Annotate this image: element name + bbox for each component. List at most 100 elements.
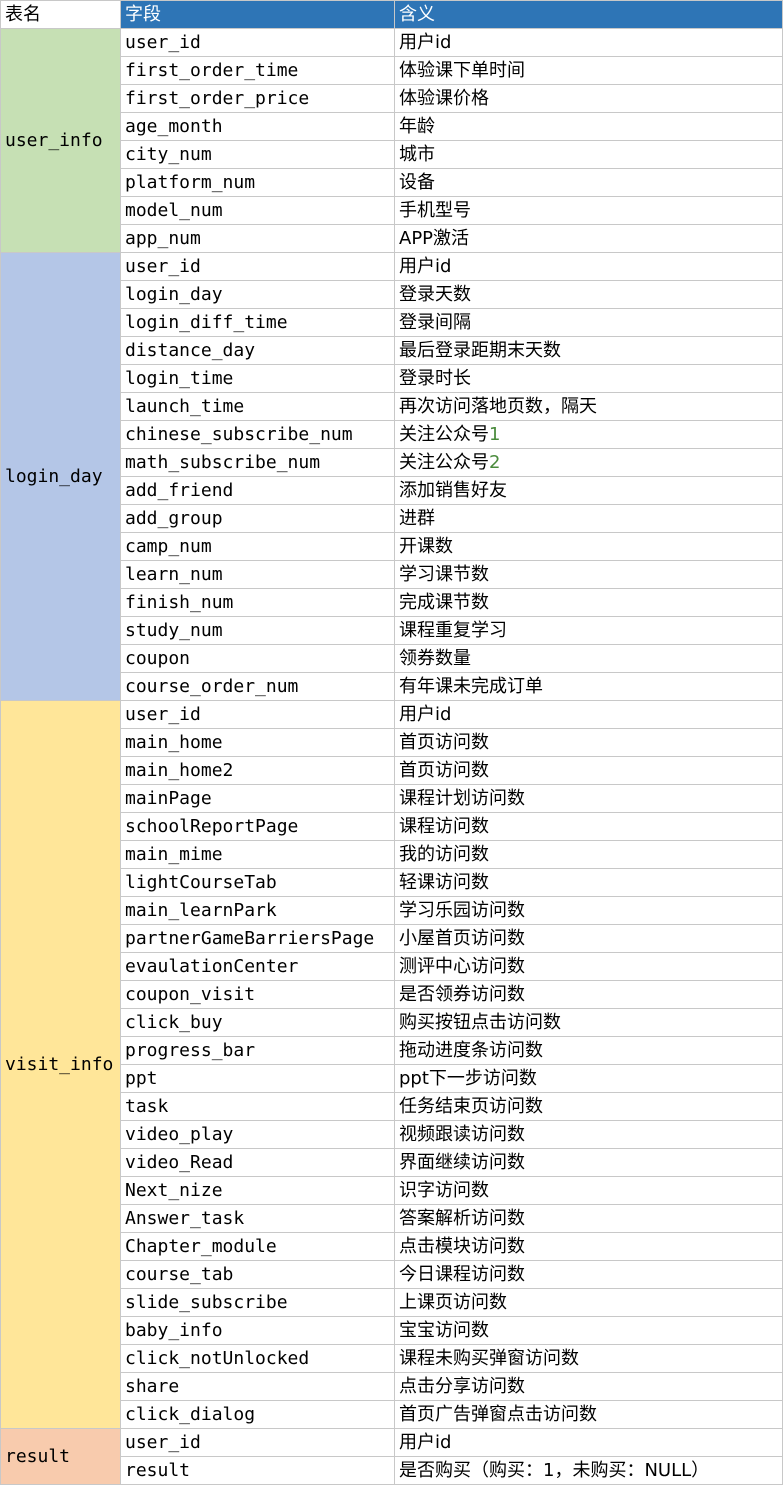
meaning-cell[interactable]: 关注公众号2 <box>394 448 783 477</box>
field-cell[interactable]: evaulationCenter <box>120 952 395 981</box>
field-cell[interactable]: login_diff_time <box>120 308 395 337</box>
meaning-cell[interactable]: 学习乐园访问数 <box>394 896 783 925</box>
header-table-name[interactable]: 表名 <box>0 0 121 29</box>
table-name-cell-visit-info[interactable]: visit_info <box>0 700 121 1429</box>
field-cell[interactable]: video_Read <box>120 1148 395 1177</box>
field-cell[interactable]: result <box>120 1456 395 1485</box>
field-cell[interactable]: user_id <box>120 252 395 281</box>
field-cell[interactable]: age_month <box>120 112 395 141</box>
field-cell[interactable]: ppt <box>120 1064 395 1093</box>
field-cell[interactable]: finish_num <box>120 588 395 617</box>
meaning-cell[interactable]: 城市 <box>394 140 783 169</box>
meaning-cell[interactable]: 用户id <box>394 252 783 281</box>
meaning-cell[interactable]: 体验课价格 <box>394 84 783 113</box>
meaning-cell[interactable]: 视频跟读访问数 <box>394 1120 783 1149</box>
meaning-cell[interactable]: 开课数 <box>394 532 783 561</box>
field-cell[interactable]: first_order_price <box>120 84 395 113</box>
meaning-cell[interactable]: 购买按钮点击访问数 <box>394 1008 783 1037</box>
meaning-cell[interactable]: 拖动进度条访问数 <box>394 1036 783 1065</box>
table-name-cell-login-day[interactable]: login_day <box>0 252 121 701</box>
field-cell[interactable]: platform_num <box>120 168 395 197</box>
meaning-cell[interactable]: 用户id <box>394 28 783 57</box>
field-cell[interactable]: slide_subscribe <box>120 1288 395 1317</box>
field-cell[interactable]: chinese_subscribe_num <box>120 420 395 449</box>
meaning-cell[interactable]: 课程未购买弹窗访问数 <box>394 1344 783 1373</box>
field-cell[interactable]: lightCourseTab <box>120 868 395 897</box>
field-cell[interactable]: login_day <box>120 280 395 309</box>
field-cell[interactable]: Chapter_module <box>120 1232 395 1261</box>
header-meaning[interactable]: 含义 <box>394 0 783 29</box>
field-cell[interactable]: main_mime <box>120 840 395 869</box>
meaning-cell[interactable]: 学习课节数 <box>394 560 783 589</box>
meaning-cell[interactable]: 识字访问数 <box>394 1176 783 1205</box>
field-cell[interactable]: city_num <box>120 140 395 169</box>
field-cell[interactable]: distance_day <box>120 336 395 365</box>
meaning-cell[interactable]: 登录天数 <box>394 280 783 309</box>
meaning-cell[interactable]: 首页访问数 <box>394 728 783 757</box>
meaning-cell[interactable]: 手机型号 <box>394 196 783 225</box>
meaning-cell[interactable]: 是否领券访问数 <box>394 980 783 1009</box>
meaning-cell[interactable]: 课程访问数 <box>394 812 783 841</box>
field-cell[interactable]: main_home2 <box>120 756 395 785</box>
meaning-cell[interactable]: 领券数量 <box>394 644 783 673</box>
field-cell[interactable]: share <box>120 1372 395 1401</box>
meaning-cell[interactable]: 宝宝访问数 <box>394 1316 783 1345</box>
header-field[interactable]: 字段 <box>120 0 395 29</box>
meaning-cell[interactable]: 最后登录距期末天数 <box>394 336 783 365</box>
field-cell[interactable]: study_num <box>120 616 395 645</box>
meaning-cell[interactable]: ppt下一步访问数 <box>394 1064 783 1093</box>
field-cell[interactable]: course_order_num <box>120 672 395 701</box>
meaning-cell[interactable]: 答案解析访问数 <box>394 1204 783 1233</box>
field-cell[interactable]: math_subscribe_num <box>120 448 395 477</box>
field-cell[interactable]: user_id <box>120 28 395 57</box>
meaning-cell[interactable]: 任务结束页访问数 <box>394 1092 783 1121</box>
field-cell[interactable]: launch_time <box>120 392 395 421</box>
meaning-cell[interactable]: 首页访问数 <box>394 756 783 785</box>
field-cell[interactable]: add_friend <box>120 476 395 505</box>
meaning-cell[interactable]: APP激活 <box>394 224 783 253</box>
field-cell[interactable]: first_order_time <box>120 56 395 85</box>
meaning-cell[interactable]: 进群 <box>394 504 783 533</box>
field-cell[interactable]: click_notUnlocked <box>120 1344 395 1373</box>
meaning-cell[interactable]: 再次访问落地页数，隔天 <box>394 392 783 421</box>
field-cell[interactable]: baby_info <box>120 1316 395 1345</box>
meaning-cell[interactable]: 关注公众号1 <box>394 420 783 449</box>
field-cell[interactable]: main_home <box>120 728 395 757</box>
meaning-cell[interactable]: 首页广告弹窗点击访问数 <box>394 1400 783 1429</box>
field-cell[interactable]: app_num <box>120 224 395 253</box>
field-cell[interactable]: user_id <box>120 700 395 729</box>
meaning-cell[interactable]: 有年课未完成订单 <box>394 672 783 701</box>
table-name-cell-result[interactable]: result <box>0 1428 121 1485</box>
meaning-cell[interactable]: 添加销售好友 <box>394 476 783 505</box>
meaning-cell[interactable]: 体验课下单时间 <box>394 56 783 85</box>
meaning-cell[interactable]: 小屋首页访问数 <box>394 924 783 953</box>
meaning-cell[interactable]: 上课页访问数 <box>394 1288 783 1317</box>
meaning-cell[interactable]: 轻课访问数 <box>394 868 783 897</box>
meaning-cell[interactable]: 登录时长 <box>394 364 783 393</box>
field-cell[interactable]: Next_nize <box>120 1176 395 1205</box>
field-cell[interactable]: schoolReportPage <box>120 812 395 841</box>
field-cell[interactable]: model_num <box>120 196 395 225</box>
field-cell[interactable]: click_dialog <box>120 1400 395 1429</box>
meaning-cell[interactable]: 课程重复学习 <box>394 616 783 645</box>
meaning-cell[interactable]: 用户id <box>394 1428 783 1457</box>
field-cell[interactable]: course_tab <box>120 1260 395 1289</box>
field-cell[interactable]: video_play <box>120 1120 395 1149</box>
meaning-cell[interactable]: 用户id <box>394 700 783 729</box>
field-cell[interactable]: task <box>120 1092 395 1121</box>
field-cell[interactable]: Answer_task <box>120 1204 395 1233</box>
field-cell[interactable]: coupon_visit <box>120 980 395 1009</box>
field-cell[interactable]: coupon <box>120 644 395 673</box>
field-cell[interactable]: user_id <box>120 1428 395 1457</box>
meaning-cell[interactable]: 课程计划访问数 <box>394 784 783 813</box>
meaning-cell[interactable]: 是否购买（购买：1，未购买：NULL） <box>394 1456 783 1485</box>
meaning-cell[interactable]: 点击模块访问数 <box>394 1232 783 1261</box>
field-cell[interactable]: login_time <box>120 364 395 393</box>
meaning-cell[interactable]: 测评中心访问数 <box>394 952 783 981</box>
table-name-cell-user-info[interactable]: user_info <box>0 28 121 253</box>
field-cell[interactable]: progress_bar <box>120 1036 395 1065</box>
meaning-cell[interactable]: 今日课程访问数 <box>394 1260 783 1289</box>
field-cell[interactable]: partnerGameBarriersPage <box>120 924 395 953</box>
meaning-cell[interactable]: 设备 <box>394 168 783 197</box>
field-cell[interactable]: mainPage <box>120 784 395 813</box>
